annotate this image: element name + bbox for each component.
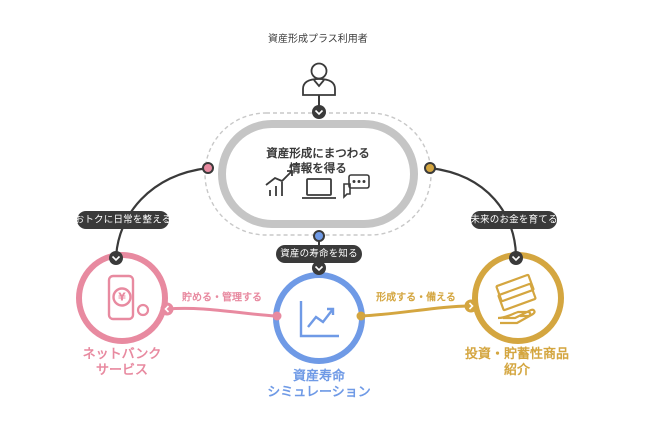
netbank-caption-line1: ネットバンク [82, 347, 162, 362]
hub-dot-right [424, 162, 436, 174]
netbank-caption: ネットバンク サービス [83, 347, 162, 380]
chart-up-icon [265, 170, 293, 196]
hub-dot-bottom [313, 230, 325, 242]
hub-title-line2: 情報を得る [289, 160, 347, 175]
pill-left [77, 211, 169, 229]
simulation-caption-line1: 資産寿命 [292, 369, 346, 384]
chevron-down-icon [109, 251, 123, 265]
pill-center [276, 245, 362, 263]
hub-dot-left [202, 162, 214, 174]
products-caption: 投資・貯蓄性商品 紹介 [465, 347, 569, 380]
growth-chart-icon [299, 301, 339, 338]
edge-label-left: 貯める・管理する [182, 292, 262, 304]
laptop-icon [302, 178, 336, 199]
chat-icon [343, 174, 370, 199]
pill-right [471, 211, 557, 229]
chevron-down-icon [312, 261, 326, 275]
pill-right-label: 未来のお金を育てる [470, 214, 558, 226]
edge-dot-gold [356, 311, 366, 321]
simulation-caption: 資産寿命 シミュレーション [267, 369, 370, 402]
hub-title: 資産形成にまつわる 情報を得る [266, 146, 370, 176]
edge-simulation-to-products [361, 304, 471, 318]
chevron-right-icon [464, 299, 478, 313]
arc-hub-to-products [429, 166, 518, 259]
hub-ring [218, 120, 418, 228]
products-caption-line1: 投資・貯蓄性商品 [464, 347, 570, 362]
pill-center-label: 資産の寿命を知る [280, 248, 358, 260]
simulation-caption-line2: シミュレーション [267, 385, 371, 401]
smartphone-yen-icon [107, 274, 150, 321]
pill-left-label: おトクに日常を整える [74, 214, 172, 226]
hub-title-line1: 資産形成にまつわる [266, 146, 370, 160]
products-caption-line2: 紹介 [503, 363, 531, 379]
edge-label-right: 形成する・備える [376, 292, 456, 304]
yen-glyph: ¥ [118, 290, 126, 304]
products-ring [472, 252, 564, 344]
arc-hub-to-netbank [114, 166, 209, 259]
netbank-caption-line2: サービス [95, 363, 148, 379]
chevron-left-icon [160, 302, 174, 316]
edge-dot-pink [272, 311, 282, 321]
user-label: 資産形成プラス利用者 [268, 34, 368, 45]
chevron-down-icon [509, 251, 523, 265]
chevron-down-icon [312, 105, 326, 119]
edge-simulation-to-netbank [166, 306, 277, 318]
user-icon [302, 62, 336, 96]
money-hand-icon [495, 273, 537, 325]
